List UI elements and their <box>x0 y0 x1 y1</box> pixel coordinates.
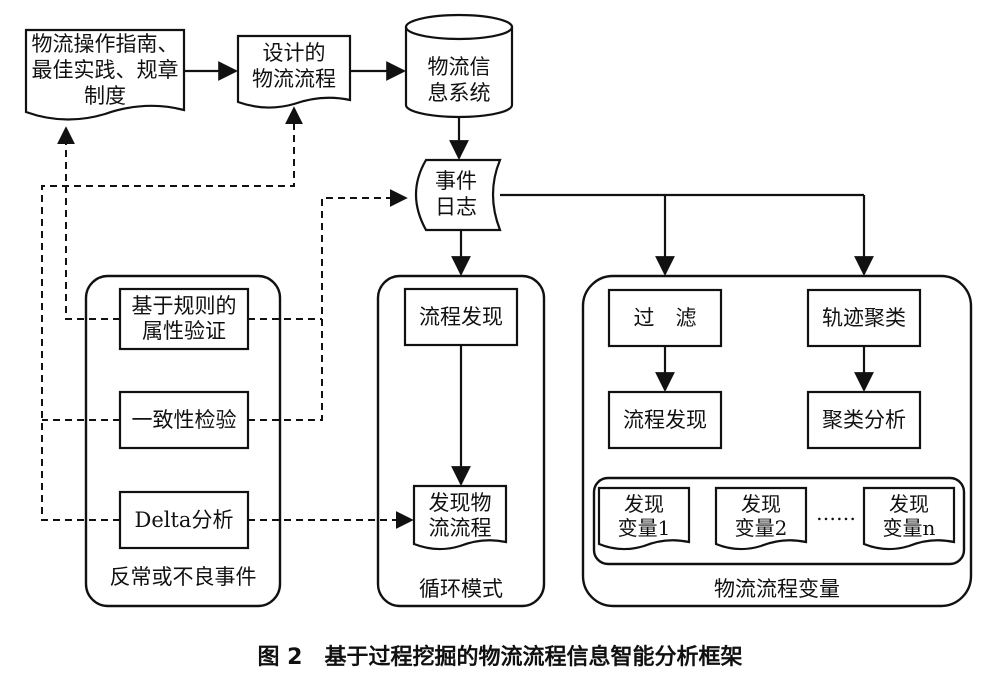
process-discovery-box-2 <box>607 390 723 450</box>
filter-box <box>607 288 723 348</box>
variant-2-document <box>714 486 808 551</box>
variant-n-document <box>862 486 956 551</box>
variants-inner-box <box>592 476 966 566</box>
group-anomaly-label: 反常或不良事件 <box>110 565 257 589</box>
variant1-text-1: 发现 <box>624 492 664 516</box>
delta-text: Delta分析 <box>135 508 234 532</box>
designed-text-1: 设计的 <box>263 41 326 65</box>
event-log-storage <box>415 158 502 232</box>
conformance-check-box <box>118 390 250 450</box>
dashed-conformance-to-eventlog <box>248 189 408 421</box>
found-flow-text-1: 发现物 <box>429 491 492 515</box>
rule-based-check-box <box>118 287 250 351</box>
dashed-delta-to-designed <box>41 106 303 521</box>
figure-number: 图 2 <box>258 645 303 670</box>
infosys-text-1: 物流信 <box>428 55 491 79</box>
guide-text-3: 制度 <box>84 84 126 108</box>
found-flow-document <box>412 484 508 551</box>
group-loop-label: 循环模式 <box>419 577 503 601</box>
delta-analysis-box <box>118 490 250 550</box>
info-system-database <box>404 13 514 119</box>
discovery1-text: 流程发现 <box>419 305 503 329</box>
conformance-text: 一致性检验 <box>132 408 237 432</box>
rule-check-text-1: 基于规则的 <box>132 294 237 318</box>
variant2-text-2: 变量2 <box>735 516 788 540</box>
cluster-analysis-box <box>806 390 922 450</box>
guide-text-1: 物流操作指南、 <box>32 32 179 56</box>
variantn-text-1: 发现 <box>889 492 929 516</box>
guide-text-2: 最佳实践、规章 <box>32 58 179 82</box>
variant1-text-2: 变量1 <box>618 516 671 540</box>
eventlog-text-2: 日志 <box>435 195 477 219</box>
process-discovery-box-1 <box>403 287 519 347</box>
variantn-text-2: 变量n <box>883 516 936 540</box>
variant2-text-1: 发现 <box>741 492 781 516</box>
designed-text-2: 物流流程 <box>252 67 336 91</box>
group-loop-pattern <box>376 274 546 608</box>
trace-clustering-box <box>806 288 922 348</box>
group-flow-variants <box>581 274 973 608</box>
guide-document <box>24 28 186 121</box>
designed-flow-document <box>236 34 352 109</box>
eventlog-text-1: 事件 <box>435 169 477 193</box>
rule-check-text-2: 属性验证 <box>142 319 226 343</box>
group-anomaly-events <box>84 274 282 608</box>
dashed-rule-to-guide <box>57 126 120 320</box>
group-variants-label: 物流流程变量 <box>714 577 840 601</box>
variant-ellipsis: …… <box>816 501 856 525</box>
trace-cluster-text: 轨迹聚类 <box>822 306 906 330</box>
variant-1-document <box>597 486 691 551</box>
cluster-analysis-text: 聚类分析 <box>822 408 906 432</box>
figure-caption: 图 2 基于过程挖掘的物流流程信息智能分析框架 <box>258 644 743 670</box>
found-flow-text-2: 流流程 <box>429 516 492 540</box>
filter-text: 过 滤 <box>634 306 697 330</box>
discovery2-text: 流程发现 <box>623 408 707 432</box>
figure-title: 基于过程挖掘的物流流程信息智能分析框架 <box>324 644 742 670</box>
infosys-text-2: 息系统 <box>428 81 491 105</box>
